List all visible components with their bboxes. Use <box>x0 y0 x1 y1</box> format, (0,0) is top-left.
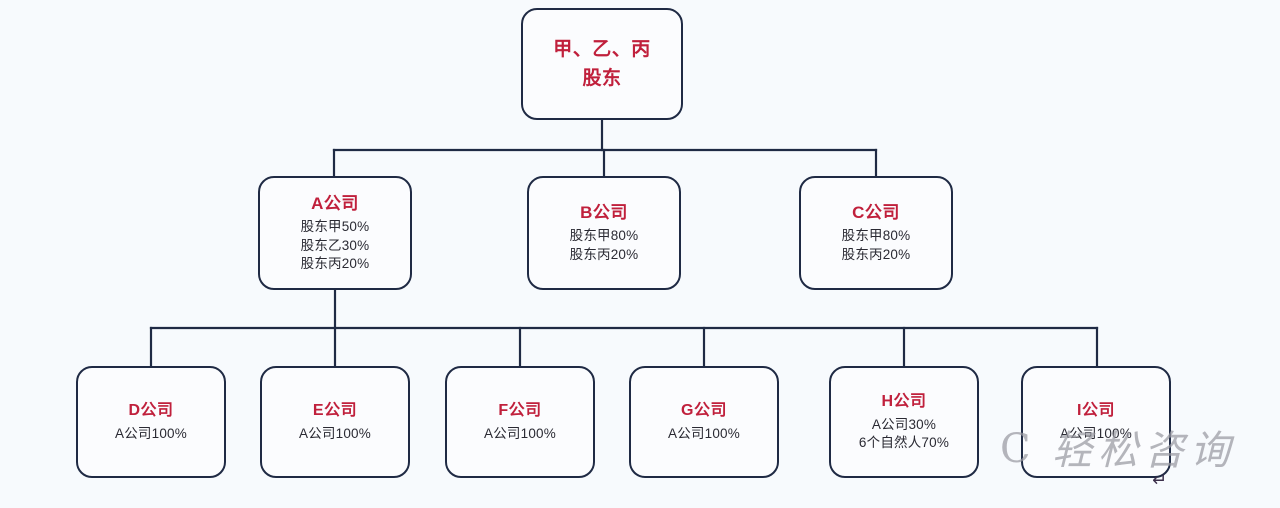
node-detail-line: A公司100% <box>115 425 187 441</box>
node-detail-line: 6个自然人70% <box>858 435 950 450</box>
node-title: B公司 <box>580 203 628 223</box>
node-detail-lines: A公司100% <box>484 425 556 443</box>
node-detail-line: 股东丙20% <box>841 246 911 262</box>
node-title: E公司 <box>312 401 358 419</box>
node-detail-lines: 股东甲80% 股东丙20% <box>842 227 911 263</box>
node-company-e[interactable]: E公司 A公司100% <box>260 366 410 478</box>
node-detail-line: A公司30% <box>871 416 937 432</box>
node-title: A公司 <box>311 194 359 214</box>
node-detail-line: 股东甲80% <box>569 228 639 244</box>
node-company-b[interactable]: B公司 股东甲80% 股东丙20% <box>527 176 681 290</box>
node-detail-line: A公司100% <box>484 425 556 441</box>
node-company-h[interactable]: H公司 A公司30% 6个自然人70% <box>829 366 979 478</box>
node-detail-lines: 股东甲80% 股东丙20% <box>570 227 639 263</box>
node-detail-line: 股东甲80% <box>841 228 911 244</box>
node-detail-line: 股东乙30% <box>300 237 370 253</box>
node-company-c[interactable]: C公司 股东甲80% 股东丙20% <box>799 176 953 290</box>
node-company-f[interactable]: F公司 A公司100% <box>445 366 595 478</box>
node-detail-lines: A公司100% <box>115 425 187 443</box>
node-detail-line: 股东丙20% <box>300 255 370 271</box>
node-detail-lines: 股东甲50% 股东乙30% 股东丙20% <box>301 218 370 273</box>
node-detail-lines: A公司100% <box>1060 425 1132 443</box>
node-title: I公司 <box>1077 401 1115 419</box>
node-title: F公司 <box>498 401 542 419</box>
node-company-a[interactable]: A公司 股东甲50% 股东乙30% 股东丙20% <box>258 176 412 290</box>
paragraph-mark-icon: ↵ <box>1152 470 1168 490</box>
node-title: G公司 <box>681 401 727 419</box>
node-title: D公司 <box>128 401 174 419</box>
node-company-i[interactable]: I公司 A公司100% <box>1021 366 1171 478</box>
node-root-shareholders[interactable]: 甲、乙、丙 股东 <box>521 8 683 120</box>
node-title: H公司 <box>881 392 927 410</box>
node-title: C公司 <box>852 203 900 223</box>
node-detail-line: A公司100% <box>299 425 371 441</box>
node-company-g[interactable]: G公司 A公司100% <box>629 366 779 478</box>
node-company-d[interactable]: D公司 A公司100% <box>76 366 226 478</box>
node-detail-lines: A公司30% 6个自然人70% <box>859 416 949 452</box>
node-detail-lines: A公司100% <box>668 425 740 443</box>
node-detail-line: A公司100% <box>668 425 740 441</box>
node-title: 甲、乙、丙 股东 <box>553 38 651 89</box>
node-detail-line: 股东甲50% <box>300 219 370 235</box>
node-detail-line: 股东丙20% <box>569 246 639 262</box>
node-detail-line: A公司100% <box>1060 425 1132 441</box>
node-detail-lines: A公司100% <box>299 425 371 443</box>
